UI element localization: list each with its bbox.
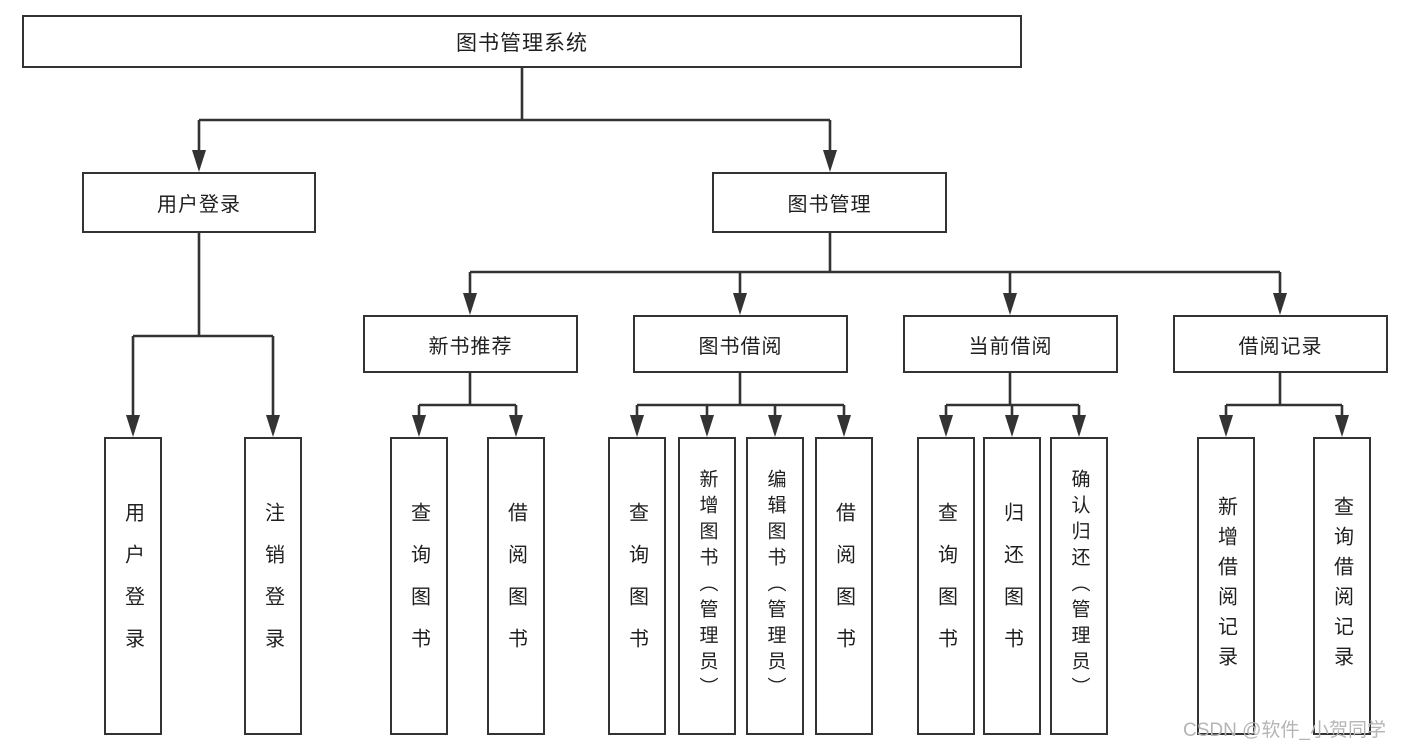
leaf-query-books-recommend: 查询图书 bbox=[390, 437, 448, 735]
node-book-borrow-label: 图书借阅 bbox=[698, 335, 783, 358]
node-current-borrow: 当前借阅 bbox=[903, 315, 1118, 373]
leaf-borrow-books-recommend: 借阅图书 bbox=[487, 437, 545, 735]
leaf-edit-books-admin-label: 编辑图书（管理员） bbox=[764, 469, 786, 703]
node-new-book-recommend-label: 新书推荐 bbox=[428, 335, 513, 358]
node-current-borrow-label: 当前借阅 bbox=[968, 335, 1053, 358]
leaf-logout-login-label: 注销登录 bbox=[261, 502, 284, 670]
node-library-system-label: 图书管理系统 bbox=[456, 31, 588, 55]
leaf-query-books-recommend-label: 查询图书 bbox=[407, 502, 430, 670]
leaf-borrow-books-label: 借阅图书 bbox=[832, 502, 855, 670]
leaf-query-books-current: 查询图书 bbox=[917, 437, 975, 735]
node-new-book-recommend: 新书推荐 bbox=[363, 315, 578, 373]
node-library-system: 图书管理系统 bbox=[22, 15, 1022, 68]
node-user-login-label: 用户登录 bbox=[157, 194, 241, 216]
leaf-query-borrow-record-label: 查询借阅记录 bbox=[1330, 496, 1353, 676]
connector-arrows bbox=[126, 150, 1349, 437]
leaf-user-login-label: 用户登录 bbox=[121, 502, 144, 670]
leaf-add-borrow-record-label: 新增借阅记录 bbox=[1214, 496, 1237, 676]
leaf-borrow-books-recommend-label: 借阅图书 bbox=[504, 502, 527, 670]
watermark-text: CSDN @软件_小贺同学 bbox=[1183, 720, 1386, 741]
node-borrow-records-label: 借阅记录 bbox=[1238, 335, 1323, 358]
leaf-confirm-return-admin: 确认归还（管理员） bbox=[1050, 437, 1108, 735]
connector-path bbox=[131, 68, 1344, 421]
node-book-management-label: 图书管理 bbox=[787, 194, 872, 216]
node-borrow-records: 借阅记录 bbox=[1173, 315, 1388, 373]
leaf-user-login: 用户登录 bbox=[104, 437, 162, 735]
leaf-return-books-label: 归还图书 bbox=[1000, 502, 1023, 670]
leaf-add-borrow-record: 新增借阅记录 bbox=[1197, 437, 1255, 735]
leaf-borrow-books: 借阅图书 bbox=[815, 437, 873, 735]
leaf-add-books-admin-label: 新增图书（管理员） bbox=[696, 469, 718, 703]
leaf-confirm-return-admin-label: 确认归还（管理员） bbox=[1068, 469, 1090, 703]
leaf-logout-login: 注销登录 bbox=[244, 437, 302, 735]
node-book-borrow: 图书借阅 bbox=[633, 315, 848, 373]
leaf-query-books-borrow-label: 查询图书 bbox=[625, 502, 648, 670]
leaf-return-books: 归还图书 bbox=[983, 437, 1041, 735]
leaf-add-books-admin: 新增图书（管理员） bbox=[678, 437, 736, 735]
node-book-management: 图书管理 bbox=[712, 172, 947, 233]
node-user-login: 用户登录 bbox=[82, 172, 316, 233]
leaf-query-books-borrow: 查询图书 bbox=[608, 437, 666, 735]
leaf-query-borrow-record: 查询借阅记录 bbox=[1313, 437, 1371, 735]
leaf-query-books-current-label: 查询图书 bbox=[934, 502, 957, 670]
leaf-edit-books-admin: 编辑图书（管理员） bbox=[746, 437, 804, 735]
